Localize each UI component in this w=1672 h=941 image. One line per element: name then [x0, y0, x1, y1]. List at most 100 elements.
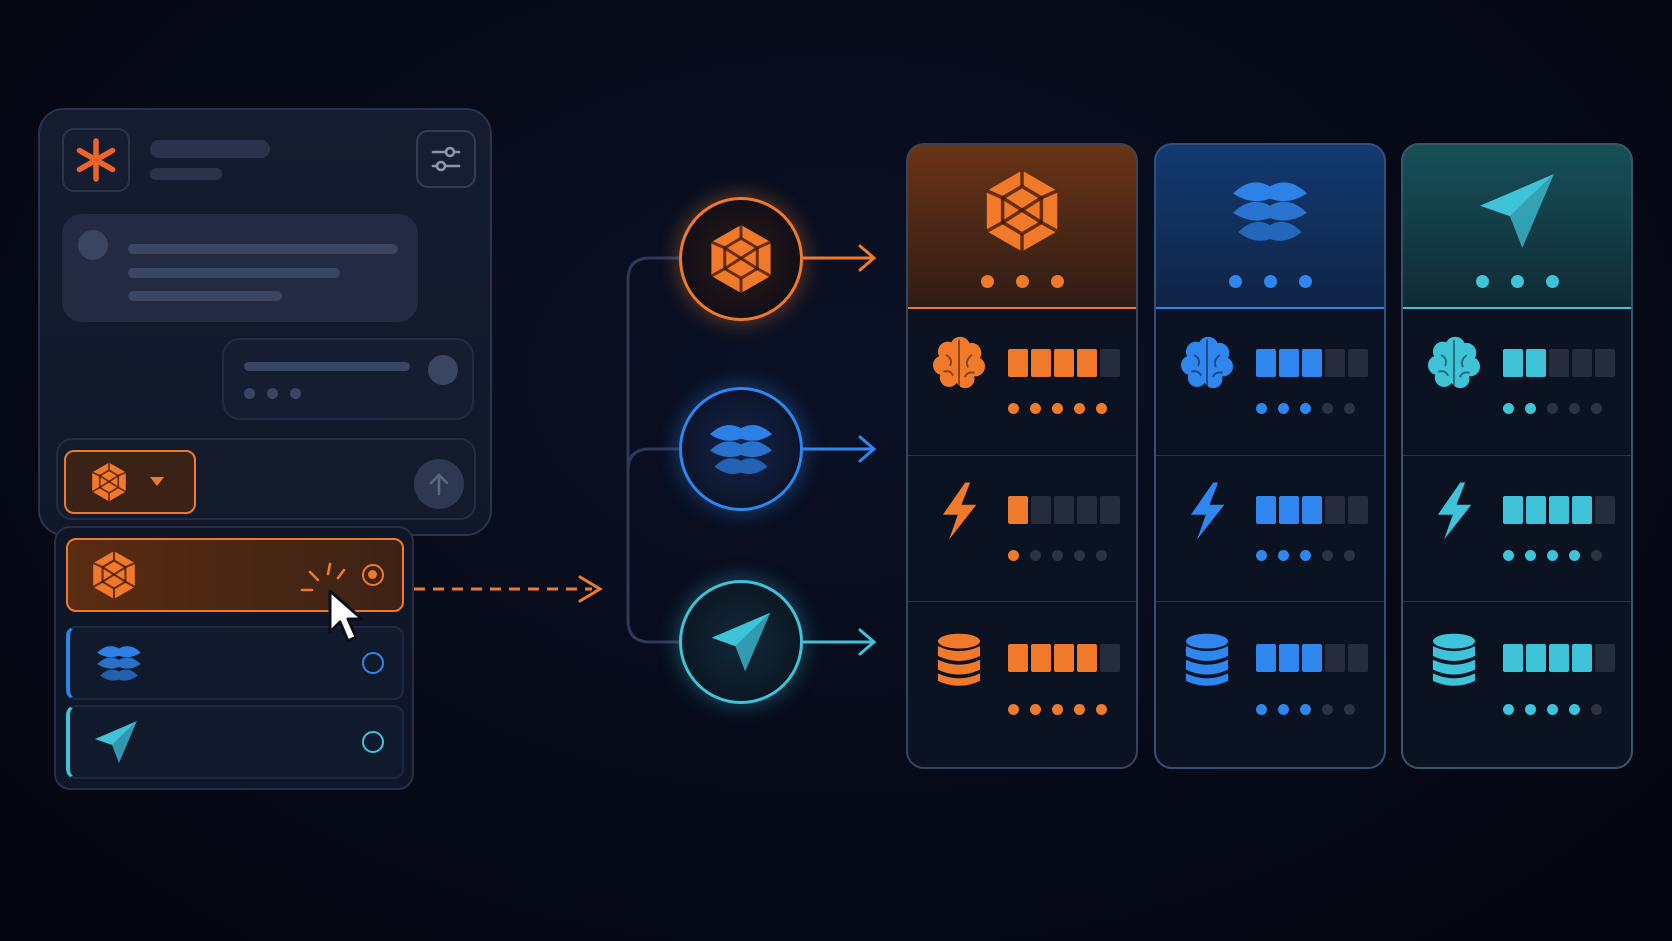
database-icon — [1176, 628, 1238, 694]
level-segment — [1302, 644, 1322, 672]
message-line-placeholder — [128, 268, 340, 278]
title-placeholder — [150, 140, 270, 158]
model-column — [906, 143, 1138, 769]
radio-unselected[interactable] — [362, 731, 384, 753]
level-segment — [1348, 349, 1368, 377]
level-segment — [1256, 644, 1276, 672]
rating-dot — [1344, 550, 1355, 561]
rating-dot — [1569, 403, 1580, 414]
rating-dot — [1008, 704, 1019, 715]
database-icon — [1423, 628, 1485, 694]
lightning-icon — [1423, 478, 1485, 544]
ellipsis-dot — [1263, 275, 1277, 288]
level-segment — [1325, 349, 1345, 377]
rating-dot — [1030, 403, 1041, 414]
rating-dot — [1300, 403, 1311, 414]
model-column-header — [1403, 145, 1631, 309]
radio-unselected[interactable] — [362, 652, 384, 674]
rating-dot — [1344, 704, 1355, 715]
more-options-icon — [908, 275, 1136, 288]
rating-dot — [1569, 704, 1580, 715]
level-segment — [1503, 496, 1523, 524]
rating-dot — [1300, 704, 1311, 715]
rating-dot — [1525, 550, 1536, 561]
rating-dot — [1278, 704, 1289, 715]
rating-dot — [1503, 403, 1514, 414]
model-node-waves — [679, 387, 803, 511]
rating-dot — [1008, 403, 1019, 414]
dropdown-option-hexagon[interactable] — [66, 538, 404, 612]
ellipsis-dot — [1015, 275, 1029, 288]
model-selector[interactable] — [64, 450, 196, 514]
level-bar — [1503, 349, 1615, 377]
level-segment — [1595, 349, 1615, 377]
ellipsis-dot — [1545, 275, 1559, 288]
level-segment — [1595, 496, 1615, 524]
radio-selected[interactable] — [362, 564, 384, 586]
subtitle-placeholder — [150, 168, 222, 180]
level-segment — [1054, 496, 1074, 524]
rating-dot — [1525, 403, 1536, 414]
hexagon-gem-icon — [704, 222, 778, 296]
model-column — [1154, 143, 1386, 769]
rating-dot — [1008, 550, 1019, 561]
level-segment — [1256, 496, 1276, 524]
level-segment — [1008, 496, 1028, 524]
level-bar — [1008, 644, 1120, 672]
bracket-branch — [626, 447, 679, 471]
level-segment — [1572, 496, 1592, 524]
dropdown-option-plane[interactable] — [66, 705, 404, 779]
brain-icon — [1423, 331, 1485, 397]
rating-dot — [1030, 704, 1041, 715]
caret-down-icon — [150, 477, 164, 486]
rating-dot — [1547, 550, 1558, 561]
rating-dot — [1322, 550, 1333, 561]
ellipsis-dot — [980, 275, 994, 288]
click-sparkle-icon — [300, 562, 346, 592]
level-segment — [1348, 496, 1368, 524]
rating-dot — [1569, 550, 1580, 561]
rating-dots — [1256, 704, 1355, 715]
paper-plane-icon — [706, 607, 776, 677]
app-logo — [62, 128, 130, 192]
settings-button[interactable] — [416, 130, 476, 188]
level-segment — [1572, 349, 1592, 377]
level-bar — [1008, 496, 1120, 524]
ellipsis-dot — [1050, 275, 1064, 288]
rating-dot — [1547, 704, 1558, 715]
model-column — [1401, 143, 1633, 769]
mouse-cursor-icon — [328, 589, 364, 643]
level-segment — [1526, 496, 1546, 524]
brain-icon — [1176, 331, 1238, 397]
level-segment — [1077, 644, 1097, 672]
level-segment — [1256, 349, 1276, 377]
level-segment — [1100, 349, 1120, 377]
rating-dot — [1256, 550, 1267, 561]
level-segment — [1008, 644, 1028, 672]
level-segment — [1325, 496, 1345, 524]
level-segment — [1008, 349, 1028, 377]
metric-row — [1403, 309, 1631, 455]
avatar — [78, 230, 108, 260]
send-button[interactable] — [414, 459, 464, 509]
message-line-placeholder — [128, 244, 398, 254]
avatar — [428, 355, 458, 385]
rating-dot — [1591, 403, 1602, 414]
level-segment — [1031, 496, 1051, 524]
level-segment — [1595, 644, 1615, 672]
lightning-icon — [1176, 478, 1238, 544]
bracket-connector — [626, 256, 679, 644]
level-segment — [1100, 496, 1120, 524]
level-segment — [1302, 349, 1322, 377]
level-bar — [1503, 496, 1615, 524]
sliders-icon — [431, 146, 461, 172]
metric-row — [908, 309, 1136, 455]
dashed-arrow-head — [578, 575, 603, 603]
rating-dot — [1547, 403, 1558, 414]
ellipsis-dot — [1475, 275, 1489, 288]
level-segment — [1054, 644, 1074, 672]
asterisk-logo-icon — [76, 138, 116, 182]
level-segment — [1526, 349, 1546, 377]
metric-row — [908, 601, 1136, 767]
